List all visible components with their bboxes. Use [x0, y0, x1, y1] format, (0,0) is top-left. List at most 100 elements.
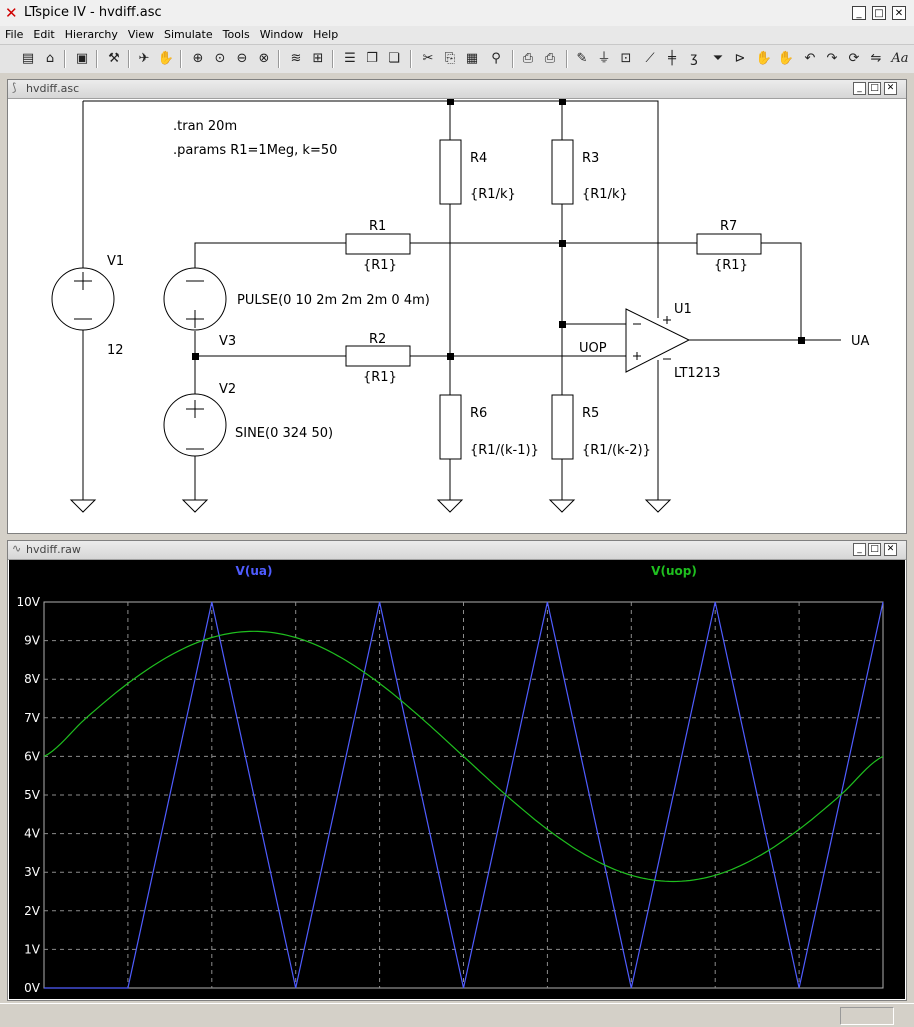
halt-icon[interactable]: ✋: [157, 51, 175, 66]
menu-view[interactable]: View: [127, 28, 155, 41]
schematic-minimize-button[interactable]: _: [853, 82, 866, 95]
component-icon[interactable]: ⊳: [734, 51, 746, 66]
copy-icon[interactable]: ⎘: [444, 51, 456, 66]
view-fft-icon[interactable]: ⊞: [312, 51, 324, 66]
waveform-plot[interactable]: 0ms2ms4ms6ms8ms10ms12ms14ms16ms18ms20ms0…: [9, 560, 905, 999]
close-button[interactable]: ✕: [892, 6, 906, 20]
menu-hierarchy[interactable]: Hierarchy: [64, 28, 118, 41]
open-icon[interactable]: ⌂: [45, 51, 55, 66]
y-tick-label: 0V: [24, 981, 41, 995]
legend-v-uop[interactable]: V(uop): [651, 564, 697, 578]
y-tick-label: 8V: [24, 672, 41, 686]
mdi-area: ⟆ hvdiff.asc _ □ ✕: [0, 73, 914, 1003]
plot-legend[interactable]: V(ua) V(uop): [236, 564, 697, 578]
inductor-icon[interactable]: ʒ: [690, 51, 698, 66]
ground-icon[interactable]: ⏚: [597, 51, 611, 66]
maximize-button[interactable]: □: [872, 6, 886, 20]
cascade-icon[interactable]: ❐: [366, 51, 378, 66]
net-label-ua: UA: [851, 334, 870, 349]
waveform-close-button[interactable]: ✕: [884, 543, 897, 556]
paste-icon[interactable]: ▦: [465, 51, 479, 66]
run-icon[interactable]: ✈: [138, 51, 150, 66]
undo-icon[interactable]: ↶: [804, 51, 816, 66]
zoom-cancel-icon[interactable]: ⊗: [258, 51, 270, 66]
toolbar: ▤ ⌂ ▣ ⚒ ✈ ✋ ⊕ ⊙ ⊖ ⊗ ≋ ⊞ ☰ ❐ ❏ ✂ ⎘ ▦ ⚲ ⎙ …: [0, 44, 914, 74]
find-icon[interactable]: ⚲: [491, 51, 501, 66]
waveform-icon: ∿: [12, 542, 22, 555]
autorange-icon[interactable]: ≋: [290, 51, 302, 66]
print-icon[interactable]: ⎙: [544, 51, 556, 66]
y-tick-label: 10V: [17, 595, 41, 609]
menu-tools[interactable]: Tools: [222, 28, 250, 41]
x-tick-label: 20ms: [866, 998, 899, 999]
print-setup-icon[interactable]: ⎙: [522, 51, 534, 66]
v2-name: V2: [219, 382, 236, 397]
v3-name: V3: [219, 334, 236, 349]
tile-vertical-icon[interactable]: ❏: [388, 51, 400, 66]
label-icon[interactable]: ⊡: [620, 51, 632, 66]
menu-edit[interactable]: Edit: [33, 28, 55, 41]
zoom-pan-icon[interactable]: ⊙: [214, 51, 226, 66]
minimize-button[interactable]: _: [852, 6, 866, 20]
u1-name: U1: [674, 302, 692, 317]
status-bar: [0, 1003, 914, 1027]
y-tick-label: 5V: [24, 788, 41, 802]
zoom-in-icon[interactable]: ⊕: [192, 51, 204, 66]
plot-ticks: 0ms2ms4ms6ms8ms10ms12ms14ms16ms18ms20ms0…: [17, 595, 900, 999]
y-tick-label: 4V: [24, 827, 41, 841]
x-tick-label: 2ms: [115, 998, 141, 999]
schematic-canvas[interactable]: .tran 20m .params R1=1Meg, k=50 R4 {R1/k…: [9, 99, 905, 532]
capacitor-icon[interactable]: ╪: [668, 51, 676, 66]
v1-name: V1: [107, 254, 124, 269]
redo-icon[interactable]: ↷: [826, 51, 838, 66]
diode-icon[interactable]: ⏷: [712, 51, 724, 66]
new-schematic-icon[interactable]: ▤: [21, 51, 35, 66]
x-tick-label: 4ms: [199, 998, 225, 999]
menu-simulate[interactable]: Simulate: [164, 28, 213, 41]
plot-background: [9, 560, 905, 999]
r3-name: R3: [582, 151, 599, 166]
schematic-maximize-button[interactable]: □: [868, 82, 881, 95]
r4-value: {R1/k}: [470, 187, 516, 202]
y-tick-label: 7V: [24, 711, 41, 725]
r7-name: R7: [720, 219, 737, 234]
r6-name: R6: [470, 406, 487, 421]
waveform-minimize-button[interactable]: _: [853, 543, 866, 556]
text-icon[interactable]: Aa: [891, 51, 909, 66]
r2-name: R2: [369, 332, 386, 347]
resistor-icon[interactable]: ⟋: [645, 51, 655, 66]
title-bar: ✕ LTspice IV - hvdiff.asc _ □ ✕: [0, 0, 914, 27]
y-tick-label: 6V: [24, 749, 41, 763]
r4-name: R4: [470, 151, 487, 166]
rotate-icon[interactable]: ⟳: [848, 51, 860, 66]
x-tick-label: 18ms: [782, 998, 815, 999]
x-tick-label: 0ms: [31, 998, 57, 999]
control-panel-icon[interactable]: ⚒: [108, 51, 120, 66]
cut-icon[interactable]: ✂: [422, 51, 434, 66]
x-tick-label: 12ms: [531, 998, 564, 999]
drag-icon[interactable]: ✋: [777, 51, 795, 66]
x-tick-label: 8ms: [367, 998, 393, 999]
wire-icon[interactable]: ✎: [576, 51, 588, 66]
menu-file[interactable]: File: [5, 28, 24, 41]
r3-value: {R1/k}: [582, 187, 628, 202]
legend-v-ua[interactable]: V(ua): [236, 564, 273, 578]
tile-horizontal-icon[interactable]: ☰: [344, 51, 356, 66]
r6-value: {R1/(k-1)}: [470, 443, 539, 458]
waveform-maximize-button[interactable]: □: [868, 543, 881, 556]
trace-v-ua: [44, 601, 884, 989]
trace-v-uop: [43, 630, 884, 883]
schematic-close-button[interactable]: ✕: [884, 82, 897, 95]
v1-value: 12: [107, 343, 124, 358]
plot-traces: [43, 601, 884, 989]
zoom-out-icon[interactable]: ⊖: [236, 51, 248, 66]
save-icon[interactable]: ▣: [75, 51, 89, 66]
schematic-icon: ⟆: [12, 81, 17, 94]
move-icon[interactable]: ✋: [755, 51, 773, 66]
menu-help[interactable]: Help: [313, 28, 339, 41]
mirror-icon[interactable]: ⇋: [870, 51, 882, 66]
menu-window[interactable]: Window: [259, 28, 304, 41]
waveform-title: hvdiff.raw: [26, 543, 81, 556]
ltspice-icon: ✕: [5, 4, 18, 22]
y-tick-label: 1V: [24, 942, 41, 956]
